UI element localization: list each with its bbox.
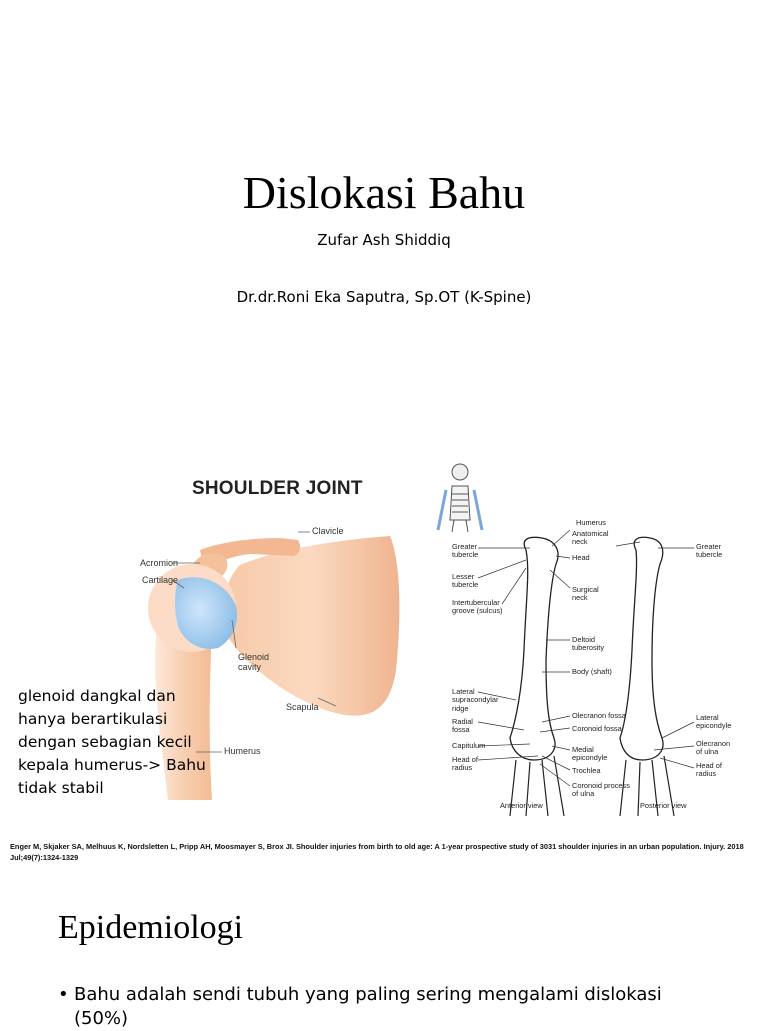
reference-citation: Enger M, Skjaker SA, Melhuus K, Nordslet… — [10, 842, 744, 862]
supervisor-name: Dr.dr.Roni Eka Saputra, Sp.OT (K-Spine) — [236, 288, 532, 306]
humerus-illustration — [436, 463, 695, 816]
label-olecranon-fossa: Olecranon fossa — [572, 711, 626, 720]
label-capitulum: Capitulum — [452, 741, 486, 750]
glenoid-note: glenoid dangkal dan hanya berartikulasi … — [18, 687, 206, 797]
figure-title: SHOULDER JOINT — [192, 478, 363, 499]
slide-title: Dislokasi Bahu — [242, 167, 526, 218]
label-humerus-top: Humerus — [576, 518, 606, 527]
label-coronoid-fossa: Coronoid fossa — [572, 724, 622, 733]
label-posterior-view: Posterior view — [640, 801, 687, 810]
section-heading: Epidemiologi — [58, 909, 244, 946]
label-anterior-view: Anterior view — [500, 801, 543, 810]
label-acromion: Acromion — [140, 558, 179, 568]
bullet-dot-icon: • — [58, 984, 69, 1005]
shoulder-joint-figure: SHOULDER JOINT — [100, 470, 420, 810]
skeleton-icon — [436, 463, 484, 533]
label-head: Head — [572, 553, 590, 562]
label-trochlea: Trochlea — [572, 766, 601, 775]
label-humerus: Humerus — [224, 746, 261, 756]
label-scapula: Scapula — [286, 702, 319, 712]
label-cartilage: Cartilage — [142, 575, 179, 585]
author-name: Zufar Ash Shiddiq — [317, 231, 451, 249]
label-clavicle: Clavicle — [312, 526, 344, 536]
label-body-shaft: Body (shaft) — [572, 667, 612, 676]
shoulder-joint-illustration — [148, 531, 400, 800]
label-glenoid-cavity: Glenoid cavity — [238, 652, 270, 672]
